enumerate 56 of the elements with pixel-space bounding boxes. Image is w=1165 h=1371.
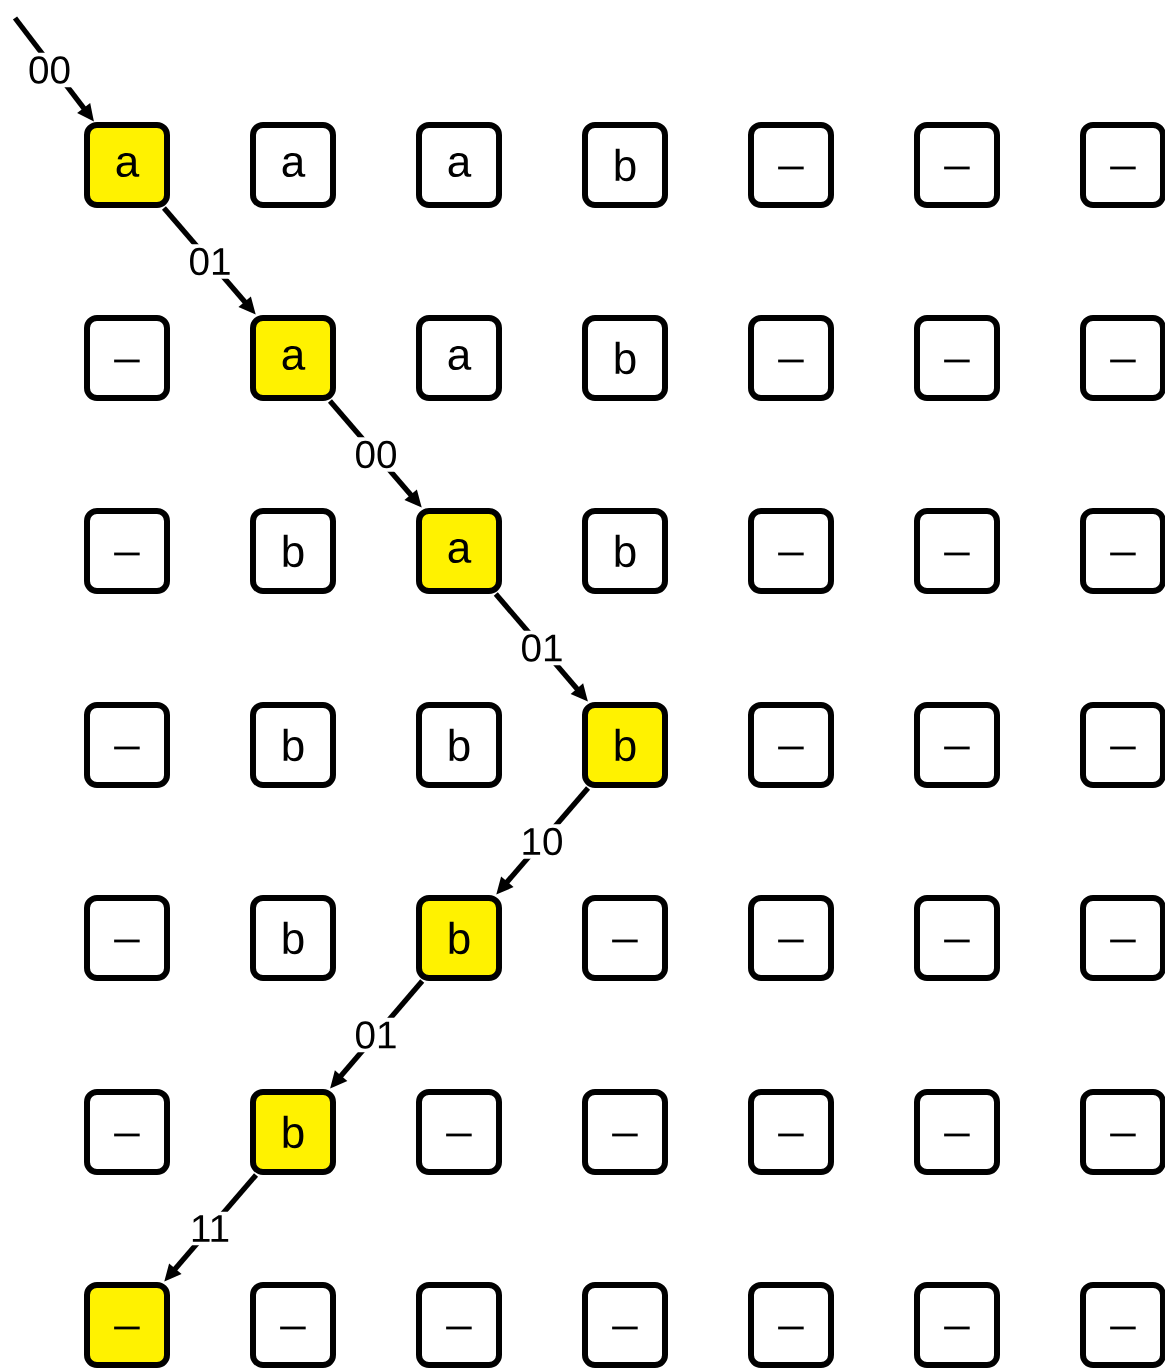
cell-box: _ [748, 508, 834, 594]
cell-box: _ [914, 702, 1000, 788]
cell-box: _ [1080, 1282, 1165, 1368]
cell-box: _ [1080, 508, 1165, 594]
cell-box: a [250, 315, 336, 401]
cell-box: _ [582, 1282, 668, 1368]
cell-box: _ [914, 895, 1000, 981]
cell-box: _ [748, 895, 834, 981]
cell-box: a [416, 122, 502, 208]
cell-box: _ [84, 1089, 170, 1175]
edge-label: 11 [186, 1211, 234, 1246]
cell-box: b [582, 122, 668, 208]
cell-box: _ [84, 895, 170, 981]
cell-box: _ [416, 1282, 502, 1368]
cell-box: a [416, 315, 502, 401]
cell-box: b [582, 508, 668, 594]
cell-box: _ [1080, 702, 1165, 788]
cell-box: _ [1080, 122, 1165, 208]
edge-label: 01 [185, 244, 236, 279]
edge-label: 01 [517, 630, 568, 666]
cell-box: _ [84, 702, 170, 788]
cell-box: _ [250, 1282, 336, 1368]
cell-box: b [250, 508, 336, 594]
cell-box: _ [914, 1089, 1000, 1175]
cell-box: _ [914, 508, 1000, 594]
cell-box: _ [1080, 895, 1165, 981]
cell-box: b [250, 1089, 336, 1175]
cell-box: b [250, 895, 336, 981]
cell-box: _ [748, 122, 834, 208]
cell-box: a [416, 508, 502, 594]
edge-label: 10 [516, 824, 567, 859]
cell-box: _ [748, 1089, 834, 1175]
cell-box: b [250, 702, 336, 788]
cell-box: b [416, 702, 502, 788]
cell-box: _ [84, 315, 170, 401]
cell-box: _ [1080, 1089, 1165, 1175]
edge-label: 01 [351, 1017, 401, 1053]
edge-label: 00 [351, 437, 402, 472]
cell-box: _ [914, 1282, 1000, 1368]
cell-box: _ [582, 1089, 668, 1175]
cell-box: _ [416, 1089, 502, 1175]
cell-box: b [582, 315, 668, 401]
cell-box: _ [84, 1282, 170, 1368]
cell-box: a [250, 122, 336, 208]
cell-box: _ [84, 508, 170, 594]
cell-box: _ [748, 315, 834, 401]
cell-box: b [416, 895, 502, 981]
cell-box: _ [1080, 315, 1165, 401]
edge-label: 00 [24, 52, 75, 88]
cell-box: _ [914, 122, 1000, 208]
cell-box: a [84, 122, 170, 208]
cell-box: _ [748, 1282, 834, 1368]
cell-box: _ [748, 702, 834, 788]
cell-box: _ [582, 895, 668, 981]
cell-box: b [582, 702, 668, 788]
cell-box: _ [914, 315, 1000, 401]
